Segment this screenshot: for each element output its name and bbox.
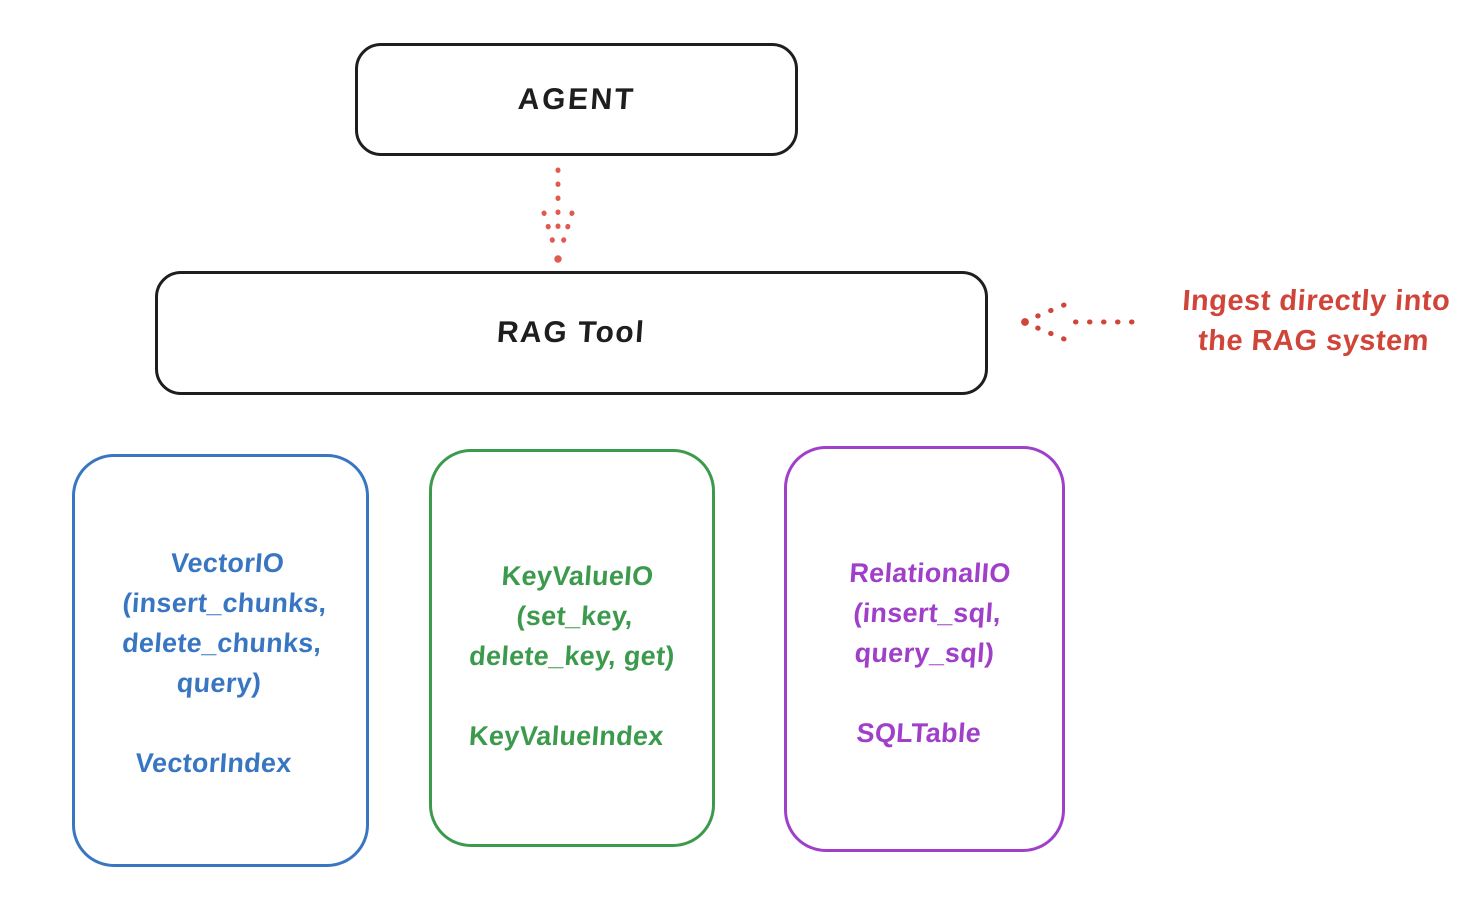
vector-io-line: query) xyxy=(175,668,263,698)
ingest-annotation-line2: the RAG system xyxy=(1196,325,1431,357)
sql-table-label: SQLTable xyxy=(855,718,983,748)
ingest-annotation-arrow-icon xyxy=(1021,302,1135,342)
keyvalue-io-line: delete_key, get) xyxy=(468,641,676,671)
relational-io-line: (insert_sql, xyxy=(852,598,1003,628)
relational-io-box: RelationalIO (insert_sql, query_sql) SQL… xyxy=(784,446,1065,852)
keyvalue-io-line: (set_key, xyxy=(515,601,634,631)
relational-io-line: query_sql) xyxy=(853,638,996,668)
keyvalue-index-label: KeyValueIndex xyxy=(468,721,665,751)
ingest-annotation-line1: Ingest directly into xyxy=(1181,285,1452,317)
vector-io-line: VectorIO xyxy=(169,548,286,578)
vector-index-label: VectorIndex xyxy=(134,748,293,778)
rag-tool-node: RAG Tool xyxy=(155,271,988,395)
agent-to-ragtool-arrow-icon xyxy=(541,167,575,263)
vector-io-box: VectorIO (insert_chunks, delete_chunks, … xyxy=(72,454,369,867)
vector-io-line: delete_chunks, xyxy=(121,628,323,658)
keyvalue-io-line: KeyValueIO xyxy=(500,561,655,591)
agent-node: AGENT xyxy=(355,43,798,156)
relational-io-line: RelationalIO xyxy=(848,558,1012,588)
vector-io-line: (insert_chunks, xyxy=(121,588,328,618)
agent-label: AGENT xyxy=(516,82,637,116)
keyvalue-io-box: KeyValueIO (set_key, delete_key, get) Ke… xyxy=(429,449,715,847)
ingest-annotation: Ingest directly into the RAG system xyxy=(1140,281,1484,361)
rag-tool-label: RAG Tool xyxy=(496,316,647,349)
